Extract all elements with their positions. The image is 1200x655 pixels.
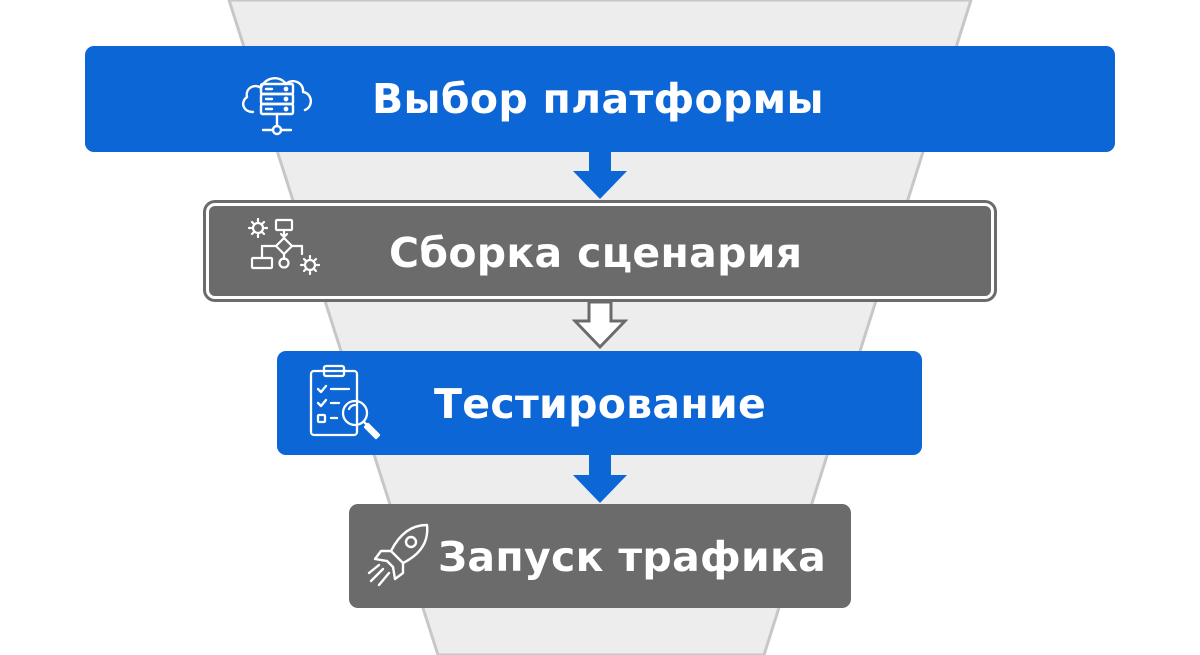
stage-scenario-assembly: Сборка сценария [206,203,994,299]
arrow-down-icon [573,455,627,503]
stage-traffic-launch: Запуск трафика [349,504,851,608]
rocket-icon [367,521,433,589]
stage-label: Запуск трафика [438,533,827,581]
stage-label: Сборка сценария [389,229,803,277]
stage-platform-selection: Выбор платформы [85,46,1115,152]
cloud-server-icon [237,60,317,140]
stage-label: Тестирование [434,380,767,428]
flowchart-gears-icon [244,212,326,294]
arrow-down-icon [573,151,627,199]
stage-label: Выбор платформы [372,75,824,123]
stage-testing: Тестирование [277,351,922,455]
checklist-magnifier-icon [305,363,389,445]
arrow-down-outline-icon [572,300,628,350]
